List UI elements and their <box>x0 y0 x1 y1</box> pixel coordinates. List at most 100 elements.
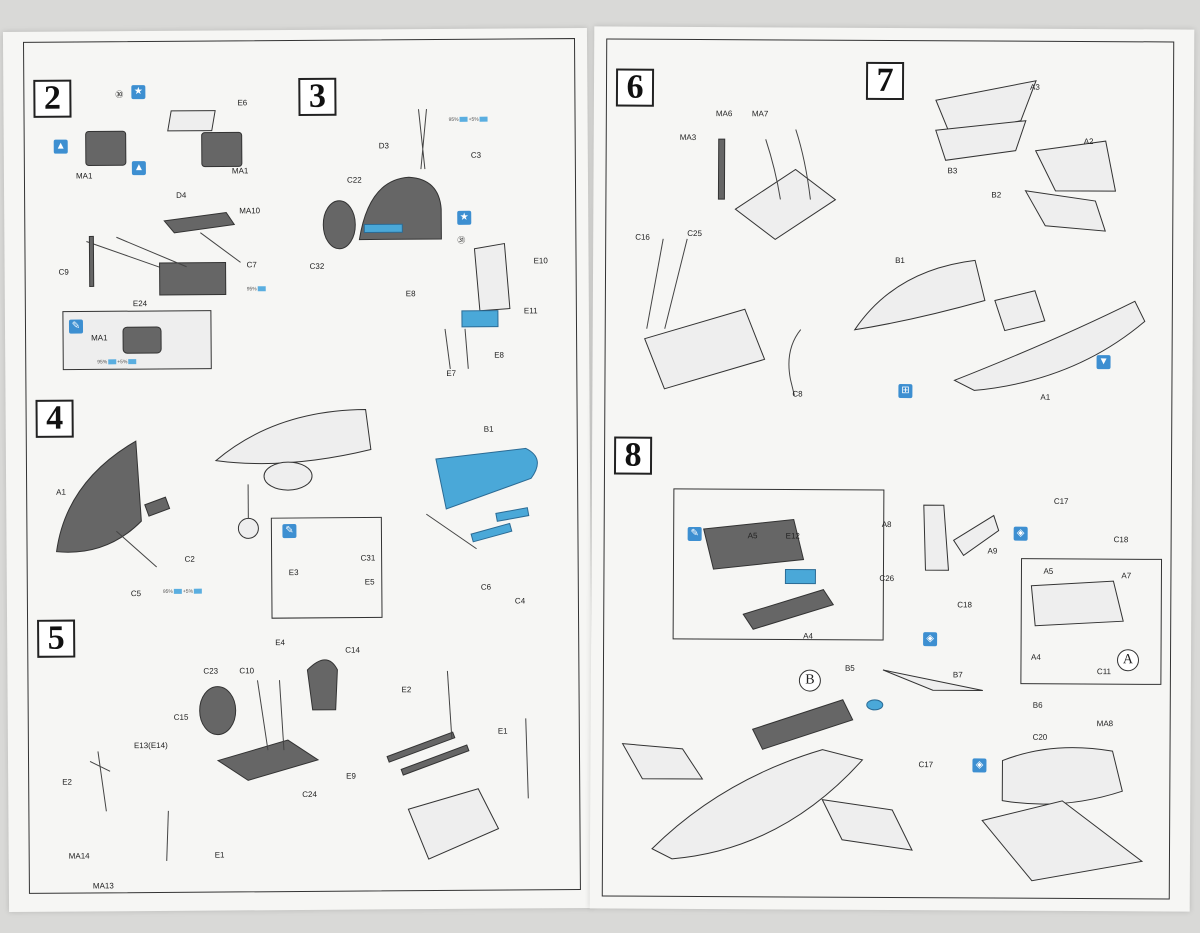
part-label: E13(E14) <box>133 740 168 751</box>
part-label: C17 <box>918 760 934 770</box>
part-label: E2 <box>62 777 73 787</box>
part-label: C9 <box>58 267 69 277</box>
paint-mix-note: 95% <box>247 286 267 292</box>
part-label: MA1 <box>231 166 249 176</box>
part-label: A1 <box>1040 392 1051 402</box>
part-label: E4 <box>275 638 286 648</box>
part-label: C20 <box>1032 732 1048 742</box>
part-label: C4 <box>514 596 526 606</box>
paintbrush-icon: ✎ <box>68 319 84 334</box>
part-label: C6 <box>480 582 492 592</box>
part-label: C17 <box>1053 496 1069 506</box>
option-icon: ⊞ <box>898 384 913 399</box>
part-label: E3 <box>288 567 299 578</box>
part-label: E6 <box>237 98 248 108</box>
part-label: A5 <box>747 531 758 541</box>
part-label: MA3 <box>679 132 697 142</box>
paint-swatch <box>479 116 488 122</box>
right-instruction-page: 6 MA6 MA7 MA3 C16 C25 C8 7 A3 A2 <box>589 26 1195 912</box>
part-label: C31 <box>360 553 376 563</box>
part-label: E5 <box>364 577 375 587</box>
paint-swatch <box>193 588 203 594</box>
subassembly-marker-a: A <box>1116 649 1140 672</box>
part-label: A7 <box>1121 571 1132 581</box>
paint-swatch <box>257 286 266 292</box>
part-label: C5 <box>130 589 142 599</box>
part-label: A3 <box>1029 82 1040 92</box>
seat-bulkhead-drawing <box>322 109 511 369</box>
part-label: C16 <box>635 232 650 242</box>
part-label: A8 <box>881 519 892 529</box>
step-8: 8 A8 C17 C18 ✎ ◈ A5 E12 A9 C26 C18 <box>602 418 1170 897</box>
part-label: A9 <box>987 546 998 556</box>
part-label: E11 <box>523 306 538 316</box>
part-label: D3 <box>378 141 390 151</box>
part-label: A1 <box>56 487 66 497</box>
part-label: ㉛ <box>457 235 466 245</box>
part-label: C11 <box>1096 667 1112 677</box>
part-label: A4 <box>1030 652 1041 662</box>
part-label: A4 <box>803 631 813 641</box>
part-label: E7 <box>446 368 457 378</box>
part-label: B6 <box>1032 700 1043 710</box>
part-label: MA7 <box>751 109 769 119</box>
step-5: 5 E4 C14 C23 C10 C15 C24 E13(E14) E2 MA1… <box>27 608 579 892</box>
part-label: E9 <box>346 771 356 781</box>
part-label: D4 <box>176 190 187 200</box>
subassembly-marker-b: B <box>798 669 821 692</box>
option-icon: ◈ <box>1013 526 1028 541</box>
flip-icon: ▼ <box>1096 355 1111 370</box>
paint-swatch <box>459 116 468 123</box>
cockpit-assembly-drawing <box>644 129 837 396</box>
part-label: C18 <box>1113 535 1129 545</box>
part-label: MA14 <box>68 851 90 861</box>
step-2: 2 ★ ㉚ ▲ ▲ MA1 E6 MA1 D4 MA10 C9 C7 E24 ✎… <box>23 40 300 372</box>
paint-mix-note: 95%+5% <box>97 359 137 365</box>
part-label: MA1 <box>75 171 93 181</box>
paint-mix-note: 95% +5% <box>163 589 203 595</box>
part-label: B2 <box>991 190 1002 200</box>
part-label: C10 <box>239 666 255 676</box>
part-label: C14 <box>345 645 360 655</box>
paint-mix-a: 95% <box>162 588 173 595</box>
part-label: C8 <box>792 389 803 399</box>
part-label: C18 <box>957 600 973 610</box>
part-label: E2 <box>401 685 412 695</box>
final-assembly-drawing <box>621 488 1163 882</box>
paint-swatch <box>173 588 182 595</box>
part-label: E10 <box>533 256 548 266</box>
paint-mix-b: +5% <box>468 116 479 123</box>
part-label: E8 <box>405 289 416 299</box>
part-label: A2 <box>1083 136 1094 147</box>
paint-mix-b: +5% <box>182 588 194 595</box>
paint-mix-note: 95%+5% <box>449 117 489 123</box>
part-label: MA10 <box>239 206 261 216</box>
step-7: 7 A3 A2 B3 B2 B1 A1 ⊞ ▼ <box>853 40 1172 422</box>
wing-fuselage-drawing <box>853 80 1146 391</box>
option-icon: ◈ <box>972 758 987 773</box>
step-3: 3 D3 C3 C22 C32 ★ ㉛ E10 E8 E11 E8 E7 95%… <box>288 38 575 378</box>
part-label: C24 <box>302 789 317 799</box>
paintbrush-icon: ✎ <box>282 524 297 539</box>
part-label: E24 <box>132 299 148 309</box>
part-label: A5 <box>1043 566 1054 576</box>
step-4: 4 A1 C2 C5 95%+5% B1 ✎ C31 E3 E5 C6 C4 <box>25 388 577 619</box>
part-label: E8 <box>494 350 505 360</box>
paintbrush-icon: ✎ <box>687 526 702 542</box>
part-label: C32 <box>309 261 325 271</box>
cockpit-tub-drawing <box>89 659 529 861</box>
part-label: C2 <box>184 554 195 564</box>
instrument-panel-drawing <box>62 110 243 371</box>
paint-swatch <box>108 359 117 365</box>
part-label: B1 <box>483 424 494 434</box>
step-6: 6 MA6 MA7 MA3 C16 C25 C8 <box>604 38 866 419</box>
part-label: C25 <box>687 228 702 239</box>
part-label: B5 <box>844 663 855 673</box>
paint-swatch <box>128 359 137 365</box>
part-label: B7 <box>952 670 963 680</box>
part-label: MA8 <box>1096 719 1114 729</box>
fuselage-half-drawing <box>55 409 538 619</box>
part-label: B1 <box>895 256 905 266</box>
part-label: MA1 <box>91 333 108 343</box>
part-label: C22 <box>346 175 362 185</box>
